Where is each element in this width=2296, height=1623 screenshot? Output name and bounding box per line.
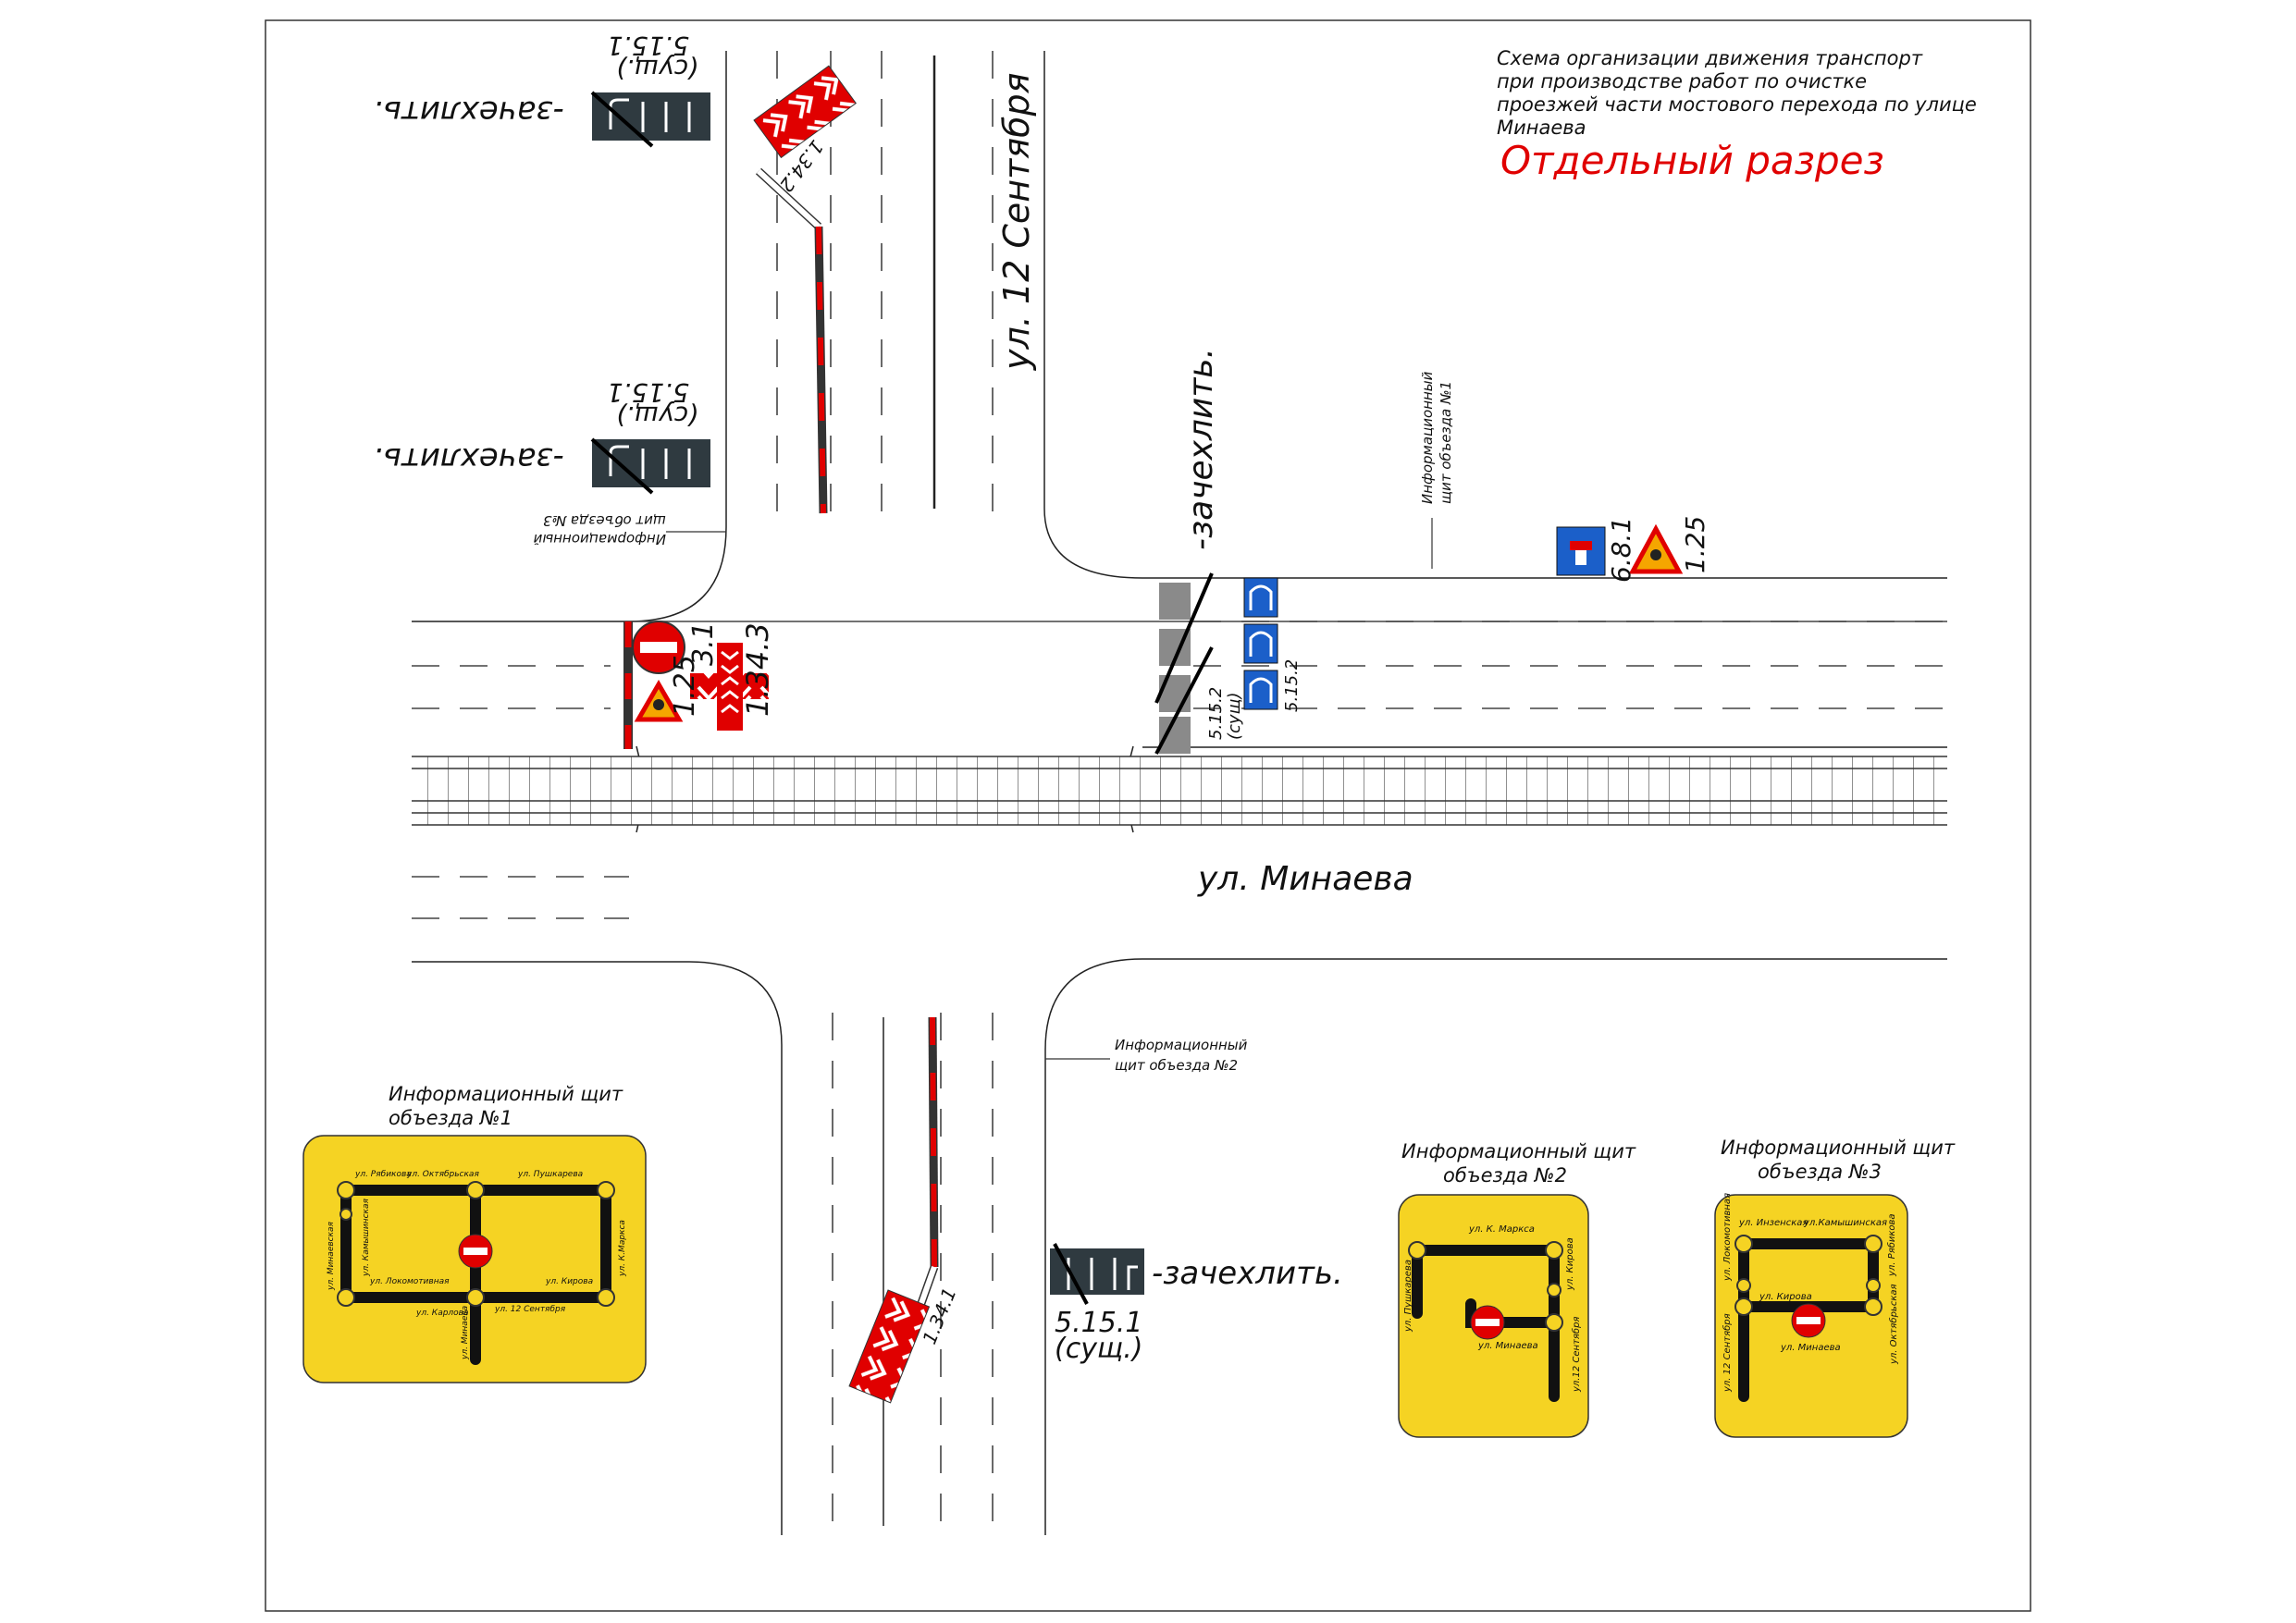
cover-note-d: -зачехлить.	[1152, 1255, 1343, 1292]
b1-st-10: ул. Минаева	[461, 1306, 470, 1360]
info1-line2: щит объезда №1	[1438, 381, 1454, 504]
b1-st-9: ул. 12 Сентября	[494, 1305, 566, 1314]
title-line-3: проезжей части мостового перехода по ули…	[1497, 93, 1977, 116]
b1-st-8: ул. Карлова	[415, 1309, 469, 1318]
title-line-2: при производстве работ по очистке	[1497, 70, 1867, 92]
scheme-subtitle: Отдельный разрез	[1500, 138, 1884, 183]
page-frame	[265, 19, 2031, 1612]
tram-tracks	[412, 756, 1947, 826]
sign-5-15-1-mid: 5.15.1 (сущ.) -зачехлить.	[373, 377, 710, 495]
left-sign-cluster: 1.25 3.1 1.34.3	[623, 621, 775, 749]
b1-st-4: ул. К.Маркса	[618, 1220, 627, 1277]
label-exist-a: (сущ.)	[616, 54, 698, 84]
board2-title2: объезда №2	[1443, 1164, 1567, 1187]
b3-st-4: ул. Кирова	[1759, 1292, 1812, 1302]
cover-note-b: -зачехлить.	[373, 440, 564, 477]
label-681: 6.8.1	[1606, 517, 1636, 583]
sign-5-15-1-bottom: 5.15.1 (сущ.) -зачехлить.	[1050, 1243, 1343, 1365]
b2-st-1: ул. Пушкарева	[1403, 1260, 1413, 1333]
right-signs: 6.8.1 1.25	[1556, 516, 1710, 583]
b3-st-2: ул. Рябикова	[1886, 1213, 1897, 1277]
b2-st-2: ул. Кирова	[1565, 1237, 1575, 1291]
b1-st-6: ул. Локомотивная	[369, 1277, 450, 1286]
label-1343: 1.34.3	[740, 622, 775, 717]
b1-st-3: ул. Камышинская	[362, 1199, 371, 1277]
info3-line2: щит объезда №3	[543, 512, 666, 529]
label-125-right: 1.25	[1680, 516, 1710, 573]
info-board-2: Информационный щит объезда №2 ул. К. Мар…	[1398, 1140, 1636, 1438]
sign-5-15-1-top: 5.15.1 (сущ.) -зачехлить.	[373, 31, 710, 148]
label-5152-blue: 5.15.2	[1282, 659, 1302, 712]
label-125-left: 1.25	[669, 655, 701, 717]
b3-st-0: ул. Инзенская	[1738, 1218, 1808, 1228]
board2-title1: Информационный щит	[1401, 1140, 1636, 1162]
info-board-1: Информационный щит объезда №1 ул. Рябико…	[302, 1083, 647, 1383]
b2-st-3: ул. Минаева	[1477, 1341, 1538, 1351]
scheme-title: Схема организации движения транспорт при…	[1497, 47, 1977, 183]
b3-st-1: ул.Камышинская	[1803, 1218, 1887, 1228]
cover-note-c: -зачехлить.	[1182, 348, 1220, 550]
label-31: 3.1	[687, 621, 720, 666]
info3-line1: Информационный	[533, 531, 666, 547]
info-board-3: Информационный щит объезда №3 ул. Инзенс…	[1714, 1137, 1956, 1438]
street-label-12-sentyabrya: ул. 12 Сентября	[996, 72, 1037, 371]
label-5151-a: 5.15.1	[607, 31, 689, 61]
info-note-3: Информационный щит объезда №3	[533, 512, 726, 547]
b1-st-0: ул. Рябикова	[354, 1170, 412, 1179]
barrier-bottom: 1.34.1	[848, 1016, 960, 1404]
title-line-4: Минаева	[1497, 117, 1586, 139]
info-note-1: Информационный щит объезда №1	[1419, 371, 1454, 569]
label-5152-gray: 5.15.2	[1206, 687, 1226, 740]
lane-dashes	[412, 51, 1947, 1526]
b2-st-4: ул.12 Сентября	[1571, 1317, 1582, 1393]
board3-title2: объезда №3	[1758, 1161, 1882, 1183]
label-exist-c: (сущ.)	[1055, 1333, 1142, 1365]
board1-title1: Информационный щит	[389, 1083, 623, 1105]
info2-line2: щит объезда №2	[1115, 1057, 1238, 1074]
board3-title1: Информационный щит	[1721, 1137, 1956, 1159]
b1-st-5: ул. Минаевская	[327, 1221, 336, 1291]
board1-title2: объезда №1	[389, 1107, 512, 1129]
b1-st-7: ул. Кирова	[545, 1277, 593, 1286]
street-label-minaeva: ул. Минаева	[1197, 860, 1413, 898]
sign-bank-5152: 5.15.2 (сущ) 5.15.2 -зачехлить.	[1154, 348, 1302, 755]
cover-note-a: -зачехлить.	[373, 93, 564, 130]
info1-line1: Информационный	[1419, 371, 1436, 504]
label-5151-c: 5.15.1	[1055, 1307, 1142, 1339]
b3-st-7: ул. Октябрьская	[1888, 1284, 1899, 1365]
b3-st-5: ул. 12 Сентября	[1722, 1313, 1733, 1393]
b3-st-3: ул. Локомотивная	[1722, 1193, 1733, 1282]
label-exist-gray: (сущ)	[1225, 692, 1244, 740]
title-line-1: Схема организации движения транспорт	[1497, 47, 1923, 69]
label-exist-b: (сущ.)	[616, 400, 698, 431]
b1-st-1: ул. Октябрьская	[406, 1170, 479, 1179]
b3-st-6: ул. Минаева	[1780, 1343, 1841, 1353]
info2-line1: Информационный	[1115, 1037, 1248, 1053]
info-note-2: Информационный щит объезда №2	[1045, 1037, 1248, 1074]
label-5151-b: 5.15.1	[607, 377, 689, 408]
barrier-top: 1.34.2	[753, 65, 857, 514]
b1-st-2: ул. Пушкарева	[517, 1170, 583, 1179]
b2-st-0: ул. К. Маркса	[1468, 1224, 1535, 1235]
